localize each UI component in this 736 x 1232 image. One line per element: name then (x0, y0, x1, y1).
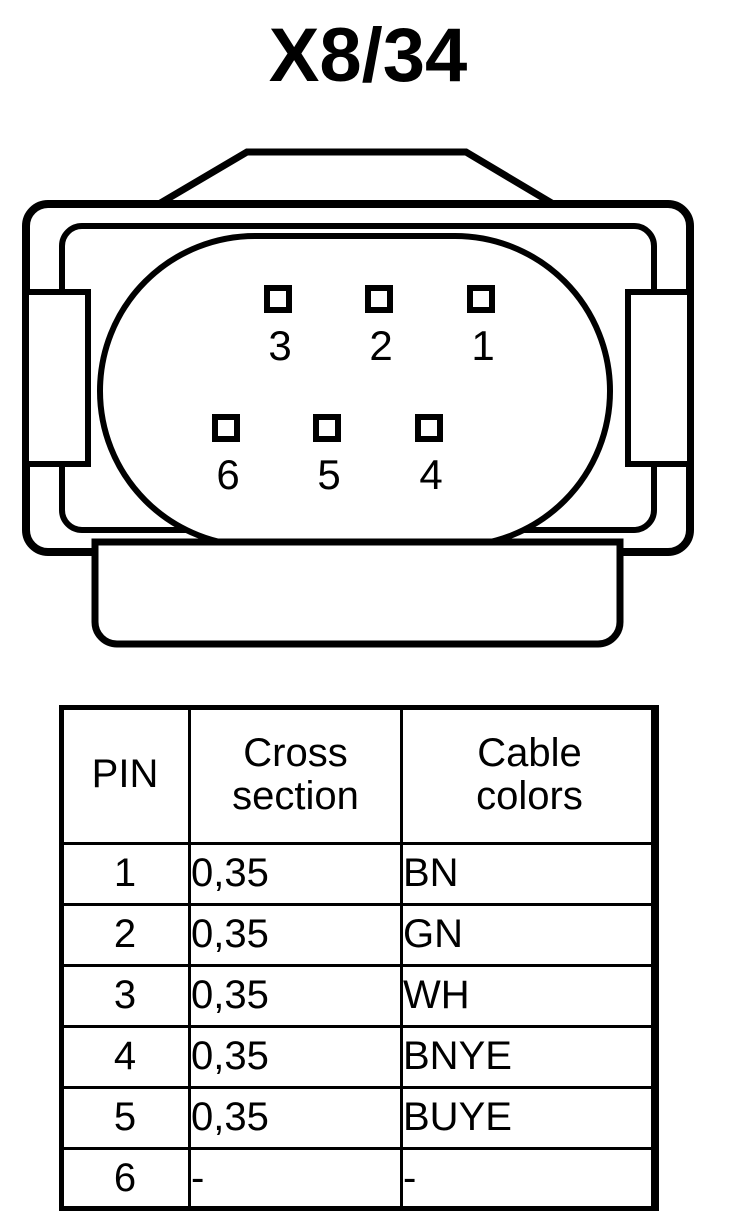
table-row: 5 0,35 BUYE (59, 1086, 659, 1150)
column-header-cross-section-line-1: Cross (243, 730, 348, 775)
table-row: 4 0,35 BNYE (59, 1025, 659, 1089)
pin-contact-5[interactable] (313, 414, 341, 442)
table-row: 1 0,35 BN (59, 842, 659, 906)
column-header-pin: PIN (59, 705, 191, 845)
cell-cable-colors: BNYE (400, 1025, 659, 1089)
cell-cable-colors: GN (400, 903, 659, 967)
cell-cable-colors: BN (400, 842, 659, 906)
column-header-cable-colors-line-1: Cable (477, 730, 582, 775)
pin-label-3: 3 (268, 322, 291, 369)
cell-pin: 1 (59, 842, 191, 906)
cell-cross-section: 0,35 (188, 903, 403, 967)
cell-cross-section: - (188, 1147, 403, 1211)
connector-diagram: 3 2 1 6 5 4 (0, 130, 736, 670)
cell-pin: 5 (59, 1086, 191, 1150)
pin-table-container: PIN Cross section Cable colors 1 0,35 BN… (59, 705, 659, 1211)
pin-assignment-table: PIN Cross section Cable colors 1 0,35 BN… (59, 705, 659, 1211)
connector-top-tab (139, 148, 573, 212)
table-row: 2 0,35 GN (59, 903, 659, 967)
cell-pin: 4 (59, 1025, 191, 1089)
column-header-cross-section-line-2: section (232, 774, 359, 818)
pin-contact-4[interactable] (415, 414, 443, 442)
cell-pin: 3 (59, 964, 191, 1028)
pin-label-5: 5 (317, 451, 340, 498)
column-header-cable-colors-line-2: colors (476, 774, 583, 818)
cell-cross-section: 0,35 (188, 842, 403, 906)
table-row: 6 - - (59, 1147, 659, 1211)
connector-right-latch (625, 289, 693, 467)
pin-contact-2[interactable] (365, 285, 393, 313)
pin-label-1: 1 (471, 322, 494, 369)
pin-contact-1[interactable] (467, 285, 495, 313)
column-header-cable-colors: Cable colors (400, 705, 659, 845)
cell-cross-section: 0,35 (188, 964, 403, 1028)
pin-label-6: 6 (216, 451, 239, 498)
cell-cable-colors: - (400, 1147, 659, 1211)
cell-cross-section: 0,35 (188, 1025, 403, 1089)
table-row: 3 0,35 WH (59, 964, 659, 1028)
cell-cable-colors: BUYE (400, 1086, 659, 1150)
pin-label-2: 2 (369, 322, 392, 369)
column-header-cross-section: Cross section (188, 705, 403, 845)
connector-bottom-stem (91, 538, 624, 648)
cell-cross-section: 0,35 (188, 1086, 403, 1150)
cell-pin: 2 (59, 903, 191, 967)
pin-contact-6[interactable] (212, 414, 240, 442)
connector-oval-cavity (97, 233, 613, 549)
cell-cable-colors: WH (400, 964, 659, 1028)
connector-left-latch (23, 289, 91, 467)
column-header-pin-line-1: PIN (91, 752, 159, 797)
table-header-row: PIN Cross section Cable colors (59, 705, 659, 845)
pin-contact-3[interactable] (264, 285, 292, 313)
pin-label-4: 4 (419, 451, 442, 498)
cell-pin: 6 (59, 1147, 191, 1211)
page-title: X8/34 (268, 13, 468, 98)
